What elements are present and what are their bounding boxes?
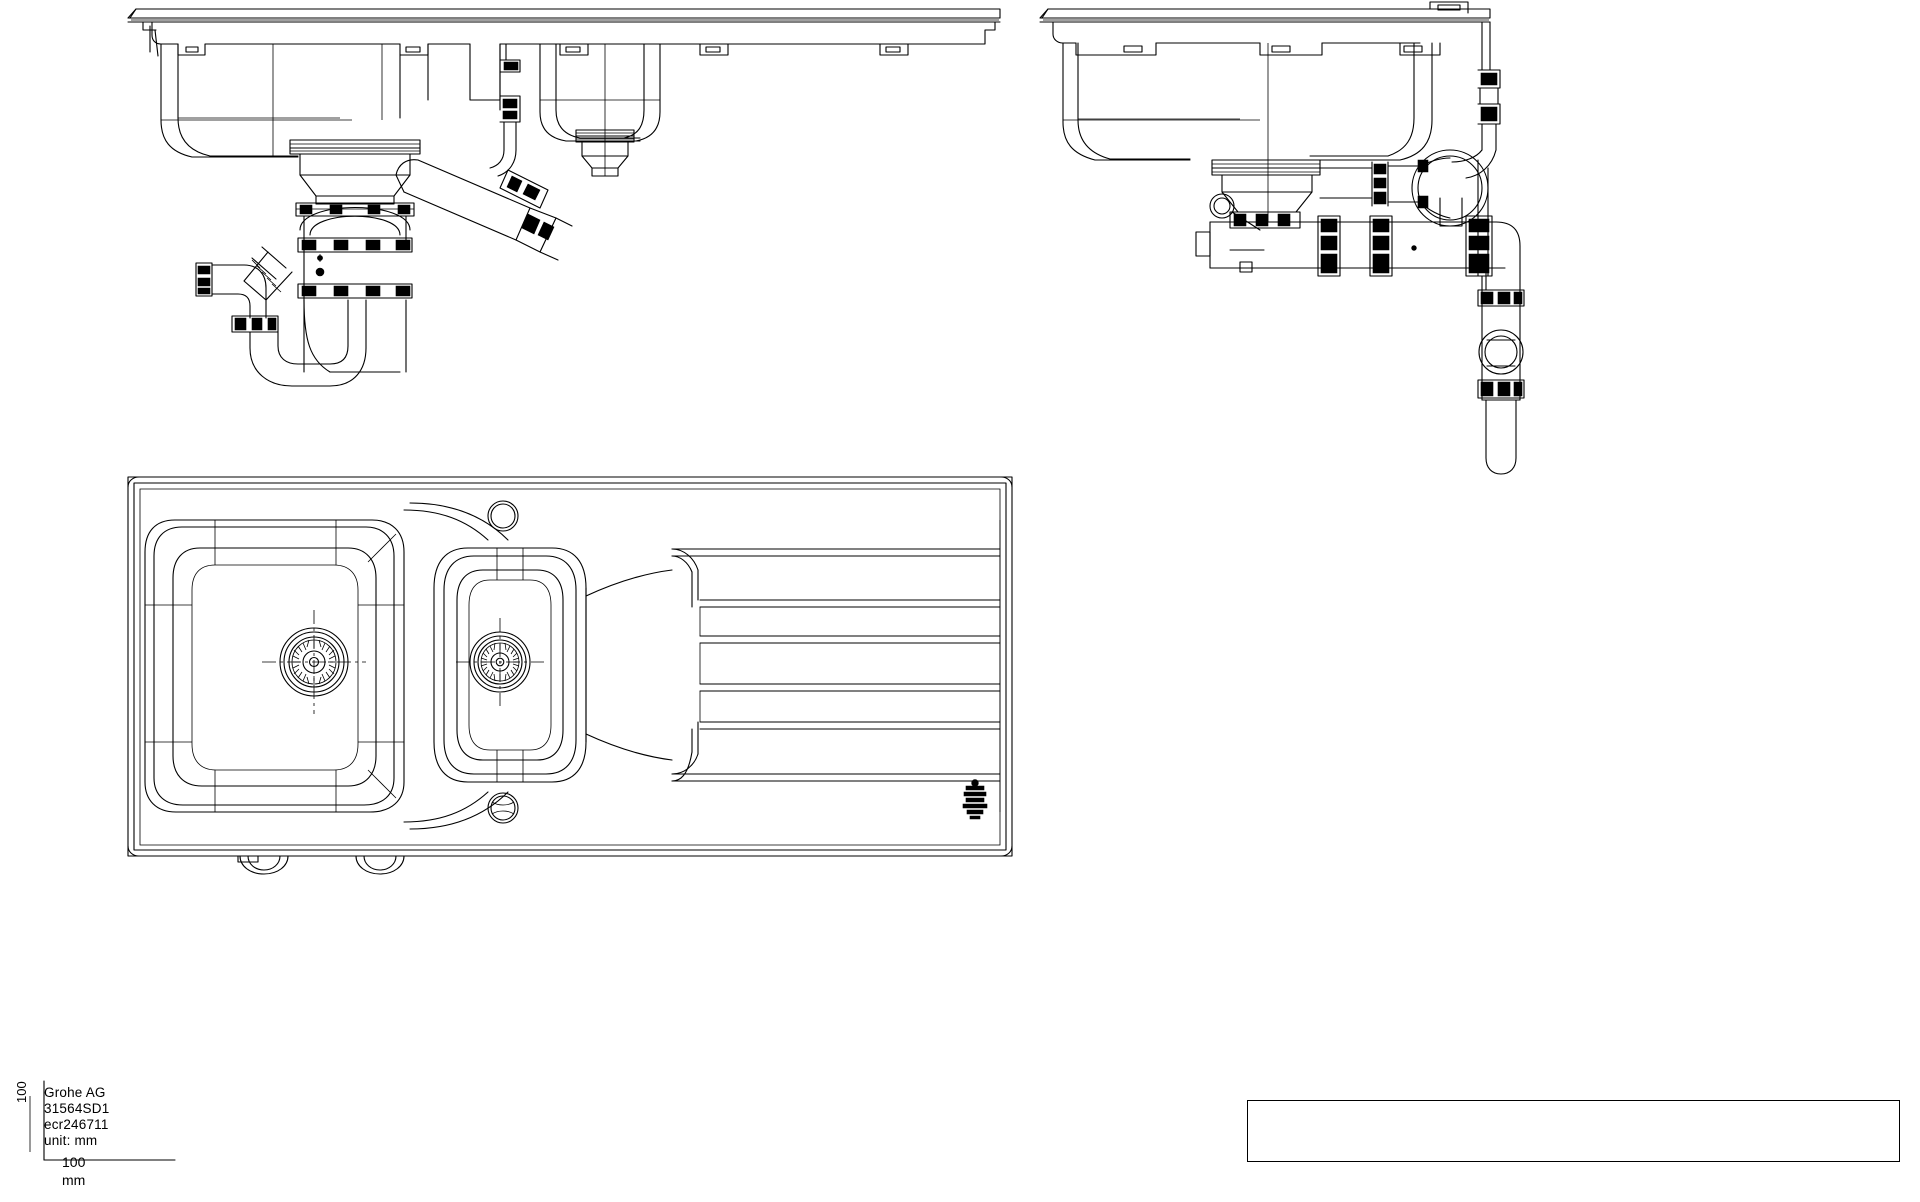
view-side-section [1039, 1, 1525, 475]
scale-unit: mm [62, 1172, 86, 1188]
title-block-lines: Grohe AG 31564SD1 ecr246711 unit: mm [44, 1085, 204, 1149]
note-box [1247, 1100, 1900, 1162]
article-number: 31564SD1 [44, 1101, 110, 1116]
grohe-logo-emblem [962, 779, 988, 820]
company-name: Grohe AG [44, 1085, 106, 1100]
scale-vertical-label: 100 [14, 1081, 29, 1103]
view-plan [127, 476, 1013, 875]
view-front-section [127, 8, 1001, 387]
unit-label: unit: mm [44, 1133, 98, 1148]
scale-bar-label: 100 mm [62, 1153, 85, 1189]
title-block: 100 Grohe AG 31564SD1 ecr246711 unit: mm… [14, 1081, 208, 1196]
title-block-frame [29, 1080, 176, 1161]
scale-value: 100 [62, 1154, 86, 1170]
drawing-number: ecr246711 [44, 1117, 109, 1132]
